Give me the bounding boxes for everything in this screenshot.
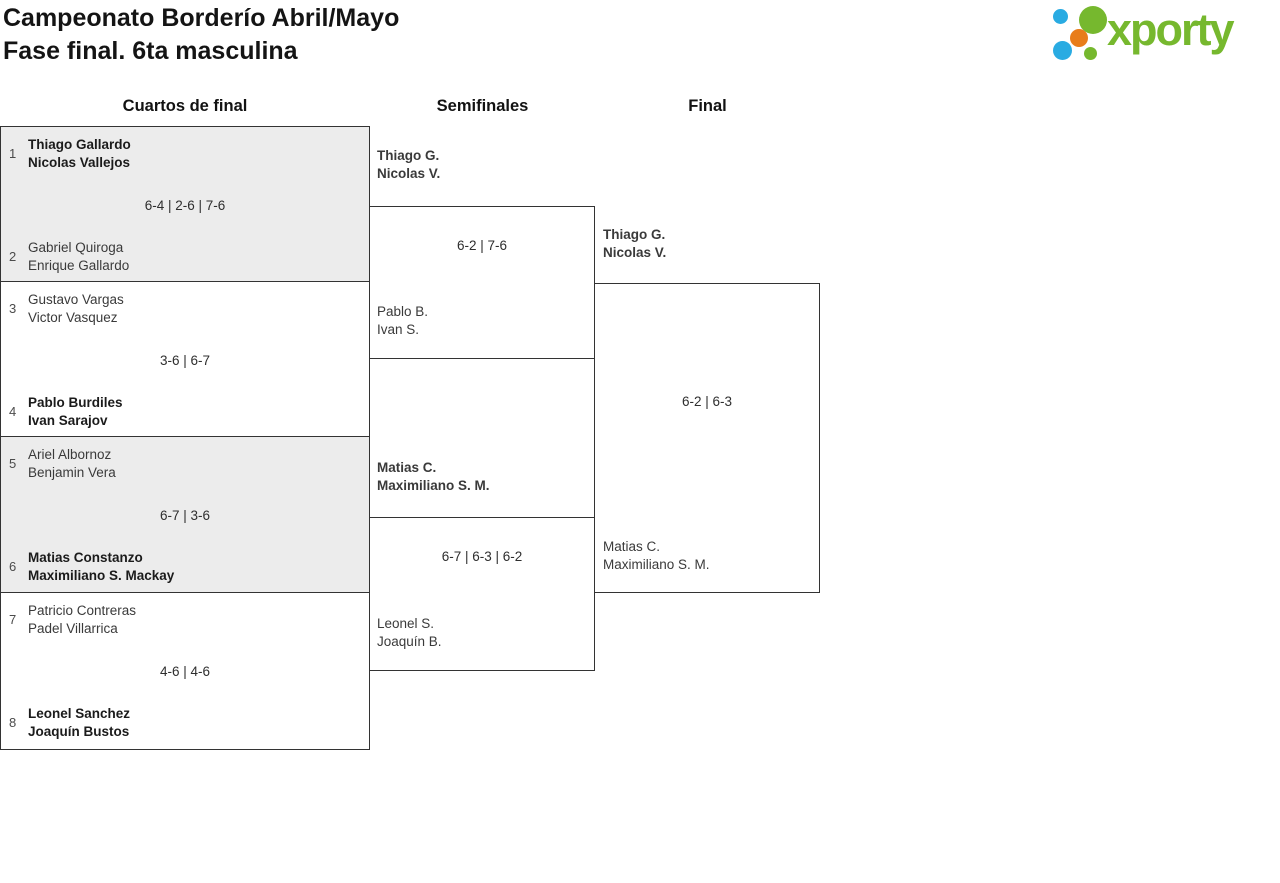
semifinal-1-bottom-team: Pablo B. Ivan S. <box>377 303 428 339</box>
player-name: Nicolas V. <box>603 245 667 260</box>
match-score: 4-6 | 4-6 <box>159 664 211 679</box>
match-quarterfinal-4[interactable]: 7 Patricio Contreras Padel Villarrica 4-… <box>0 592 370 750</box>
final-bottom-team: Matias C. Maximiliano S. M. <box>603 538 710 574</box>
player-name: Nicolas Vallejos <box>28 155 131 170</box>
player-name: Padel Villarrica <box>28 621 118 636</box>
player-name: Matias Constanzo <box>28 550 143 565</box>
match-semifinal-2[interactable]: 6-7 | 6-3 | 6-2 <box>369 517 595 671</box>
semifinal-2-bottom-team: Leonel S. Joaquín B. <box>377 615 442 651</box>
match-score: 6-7 | 6-3 | 6-2 <box>441 549 523 564</box>
round-header-final: Final <box>688 97 727 115</box>
logo-dot-icon <box>1084 47 1097 60</box>
player-name: Leonel Sanchez <box>28 706 131 721</box>
match-semifinal-1[interactable]: 6-2 | 7-6 <box>369 206 595 359</box>
team-names: Gustavo Vargas Victor Vasquez <box>28 291 124 327</box>
player-name: Pablo B. <box>377 304 429 319</box>
seed-number: 2 <box>9 249 17 264</box>
seed-number: 4 <box>9 404 17 419</box>
player-name: Enrique Gallardo <box>28 258 130 273</box>
player-name: Benjamin Vera <box>28 465 116 480</box>
team-names: Leonel Sanchez Joaquín Bustos <box>28 705 130 741</box>
player-name: Thiago Gallardo <box>28 137 131 152</box>
seed-number: 8 <box>9 715 17 730</box>
team-names: Ariel Albornoz Benjamin Vera <box>28 446 116 482</box>
xporty-logo[interactable]: xporty <box>1048 0 1278 70</box>
semifinal-1-top-team: Thiago G. Nicolas V. <box>377 147 440 183</box>
match-final[interactable]: 6-2 | 6-3 <box>594 283 820 593</box>
seed-number: 1 <box>9 146 17 161</box>
final-top-team: Thiago G. Nicolas V. <box>603 226 666 262</box>
match-score: 3-6 | 6-7 <box>159 353 211 368</box>
team-names: Thiago Gallardo Nicolas Vallejos <box>28 136 131 172</box>
round-header-semifinals: Semifinales <box>436 97 529 115</box>
page-title: Campeonato Borderío Abril/Mayo Fase fina… <box>3 2 399 68</box>
player-name: Thiago G. <box>603 227 666 242</box>
match-quarterfinal-2[interactable]: 3 Gustavo Vargas Victor Vasquez 3-6 | 6-… <box>0 281 370 437</box>
player-name: Leonel S. <box>377 616 435 631</box>
match-score: 6-2 | 7-6 <box>456 238 508 253</box>
match-score: 6-4 | 2-6 | 7-6 <box>144 198 226 213</box>
player-name: Matias C. <box>377 460 437 475</box>
seed-number: 7 <box>9 612 17 627</box>
player-name: Ivan Sarajov <box>28 413 108 428</box>
team-names: Patricio Contreras Padel Villarrica <box>28 602 136 638</box>
player-name: Ivan S. <box>377 322 420 337</box>
player-name: Maximiliano S. M. <box>603 557 710 572</box>
round-header-quarterfinals: Cuartos de final <box>122 97 248 115</box>
player-name: Maximiliano S. M. <box>377 478 490 493</box>
seed-number: 6 <box>9 559 17 574</box>
player-name: Thiago G. <box>377 148 440 163</box>
player-name: Matias C. <box>603 539 661 554</box>
player-name: Joaquín Bustos <box>28 724 130 739</box>
player-name: Joaquín B. <box>377 634 442 649</box>
title-line-2: Fase final. 6ta masculina <box>3 37 298 65</box>
match-quarterfinal-3[interactable]: 5 Ariel Albornoz Benjamin Vera 6-7 | 3-6… <box>0 436 370 593</box>
logo-dot-icon <box>1070 29 1088 47</box>
logo-text: xporty <box>1107 4 1235 55</box>
team-names: Gabriel Quiroga Enrique Gallardo <box>28 239 129 275</box>
team-names: Matias Constanzo Maximiliano S. Mackay <box>28 549 174 585</box>
seed-number: 5 <box>9 456 17 471</box>
title-line-1: Campeonato Borderío Abril/Mayo <box>3 4 400 32</box>
player-name: Victor Vasquez <box>28 310 118 325</box>
player-name: Gabriel Quiroga <box>28 240 124 255</box>
player-name: Maximiliano S. Mackay <box>28 568 175 583</box>
player-name: Pablo Burdiles <box>28 395 123 410</box>
player-name: Gustavo Vargas <box>28 292 124 307</box>
player-name: Nicolas V. <box>377 166 441 181</box>
seed-number: 3 <box>9 301 17 316</box>
player-name: Ariel Albornoz <box>28 447 112 462</box>
logo-dot-icon <box>1053 41 1072 60</box>
match-score: 6-2 | 6-3 <box>681 394 733 409</box>
match-score: 6-7 | 3-6 <box>159 508 211 523</box>
team-names: Pablo Burdiles Ivan Sarajov <box>28 394 123 430</box>
player-name: Patricio Contreras <box>28 603 137 618</box>
semifinal-2-top-team: Matias C. Maximiliano S. M. <box>377 459 490 495</box>
logo-dot-icon <box>1053 9 1068 24</box>
match-quarterfinal-1[interactable]: 1 Thiago Gallardo Nicolas Vallejos 6-4 |… <box>0 126 370 282</box>
